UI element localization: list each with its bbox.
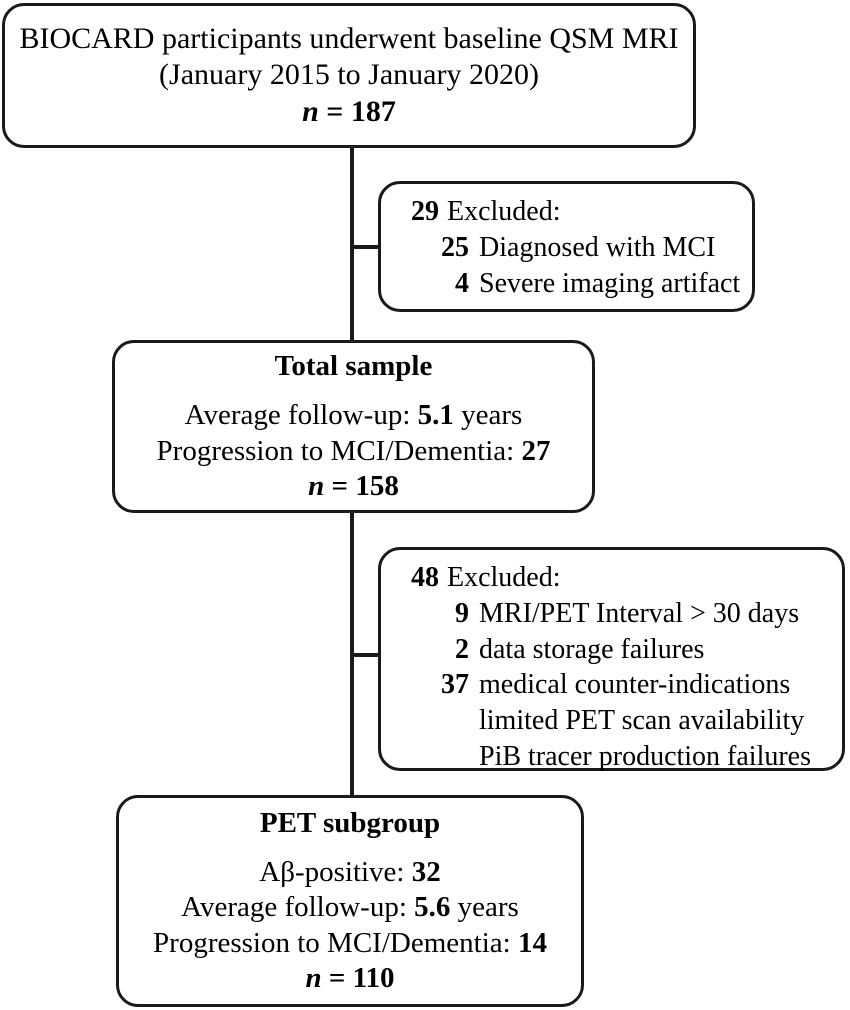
total-followup-label: Average follow-up: — [184, 399, 418, 432]
total-sample-followup: Average follow-up: 5.1 years — [185, 398, 523, 433]
node-total-sample: Total sample Average follow-up: 5.1 year… — [112, 340, 595, 513]
exclusion-1-item-row: 25 Diagnosed with MCI — [397, 230, 752, 266]
exclusion-1-item-row: 4 Severe imaging artifact — [397, 266, 752, 302]
pet-sample-size: n = 110 — [305, 961, 394, 996]
exclusion-2-item-text: medical counter-indications — [479, 669, 791, 701]
cohort-sample-size: n = 187 — [302, 94, 396, 131]
exclusion-2-item-text: data storage failures — [479, 633, 705, 665]
total-n-equals: = — [324, 469, 356, 502]
total-followup-unit: years — [453, 399, 523, 432]
exclusion-2-item-text: MRI/PET Interval > 30 days — [479, 597, 800, 629]
pet-followup-value: 5.6 — [414, 891, 451, 924]
exclusion-2-item-count: 2 — [455, 633, 469, 665]
pet-n-equals: = — [321, 962, 353, 995]
exclusion-1-item-text: Severe imaging artifact — [479, 267, 741, 299]
exclusion-1-total-count: 29 — [411, 196, 439, 227]
total-progression-label: Progression to MCI/Dementia: — [156, 434, 522, 467]
exclusion-2-continuation-text: limited PET scan availability — [479, 705, 805, 737]
pet-n-symbol: n — [305, 962, 322, 995]
exclusion-1-item-count: 25 — [441, 231, 469, 263]
total-sample-title: Total sample — [274, 349, 433, 382]
exclusion-2-item-row: 2 data storage failures — [397, 632, 842, 668]
total-followup-value: 5.1 — [417, 399, 454, 432]
exclusion-2-item-row: 9 MRI/PET Interval > 30 days — [397, 596, 842, 632]
exclusion-1-heading-text: Excluded: — [447, 196, 561, 227]
pet-progression-label: Progression to MCI/Dementia: — [153, 926, 518, 959]
cohort-n-symbol: n — [302, 94, 319, 128]
cohort-n-value: 187 — [350, 94, 396, 128]
exclusion-2-continuation-row: PiB tracer production failures — [397, 739, 842, 775]
pet-abeta-positive: Aβ-positive: 32 — [259, 855, 441, 890]
exclusion-2-heading-row: 48 Excluded: — [397, 560, 842, 596]
connector-stub-to-exclusion-2 — [350, 653, 382, 657]
total-progression-value: 27 — [521, 434, 551, 467]
node-pet-subgroup: PET subgroup Aβ-positive: 32 Average fol… — [116, 795, 584, 1007]
node-exclusion-1: 29 Excluded: 25 Diagnosed with MCI 4 Sev… — [378, 181, 755, 312]
exclusion-2-heading-text: Excluded: — [447, 562, 561, 593]
node-exclusion-2: 48 Excluded: 9 MRI/PET Interval > 30 day… — [378, 547, 845, 772]
pet-progression-value: 14 — [517, 926, 547, 959]
pet-abeta-label: Aβ-positive: — [259, 855, 412, 888]
pet-progression: Progression to MCI/Dementia: 14 — [153, 926, 547, 961]
exclusion-2-item-row: 37 medical counter-indications — [397, 667, 842, 703]
pet-n-value: 110 — [352, 962, 395, 995]
total-sample-progression: Progression to MCI/Dementia: 27 — [157, 434, 551, 469]
exclusion-2-continuation-row: limited PET scan availability — [397, 703, 842, 739]
cohort-n-equals: = — [318, 94, 351, 128]
exclusion-1-item-count: 4 — [455, 267, 469, 299]
node-baseline-cohort: BIOCARD participants underwent baseline … — [2, 3, 696, 148]
cohort-line-2: (January 2015 to January 2020) — [159, 58, 539, 92]
exclusion-1-heading-row: 29 Excluded: — [397, 194, 752, 230]
cohort-line-1: BIOCARD participants underwent baseline … — [19, 21, 679, 55]
connector-stub-to-exclusion-1 — [350, 245, 382, 249]
exclusion-2-item-count: 37 — [441, 669, 469, 701]
pet-abeta-value: 32 — [411, 855, 441, 888]
total-n-value: 158 — [355, 469, 399, 502]
pet-subgroup-title: PET subgroup — [259, 806, 441, 839]
total-n-symbol: n — [308, 469, 325, 502]
pet-followup-unit: years — [450, 891, 519, 924]
pet-followup: Average follow-up: 5.6 years — [181, 890, 519, 925]
exclusion-2-total-count: 48 — [411, 562, 439, 593]
pet-followup-label: Average follow-up: — [181, 891, 415, 924]
exclusion-2-continuation-text: PiB tracer production failures — [479, 741, 812, 773]
exclusion-2-item-count: 9 — [455, 597, 469, 629]
total-sample-size: n = 158 — [308, 469, 399, 504]
exclusion-1-item-text: Diagnosed with MCI — [479, 231, 716, 263]
